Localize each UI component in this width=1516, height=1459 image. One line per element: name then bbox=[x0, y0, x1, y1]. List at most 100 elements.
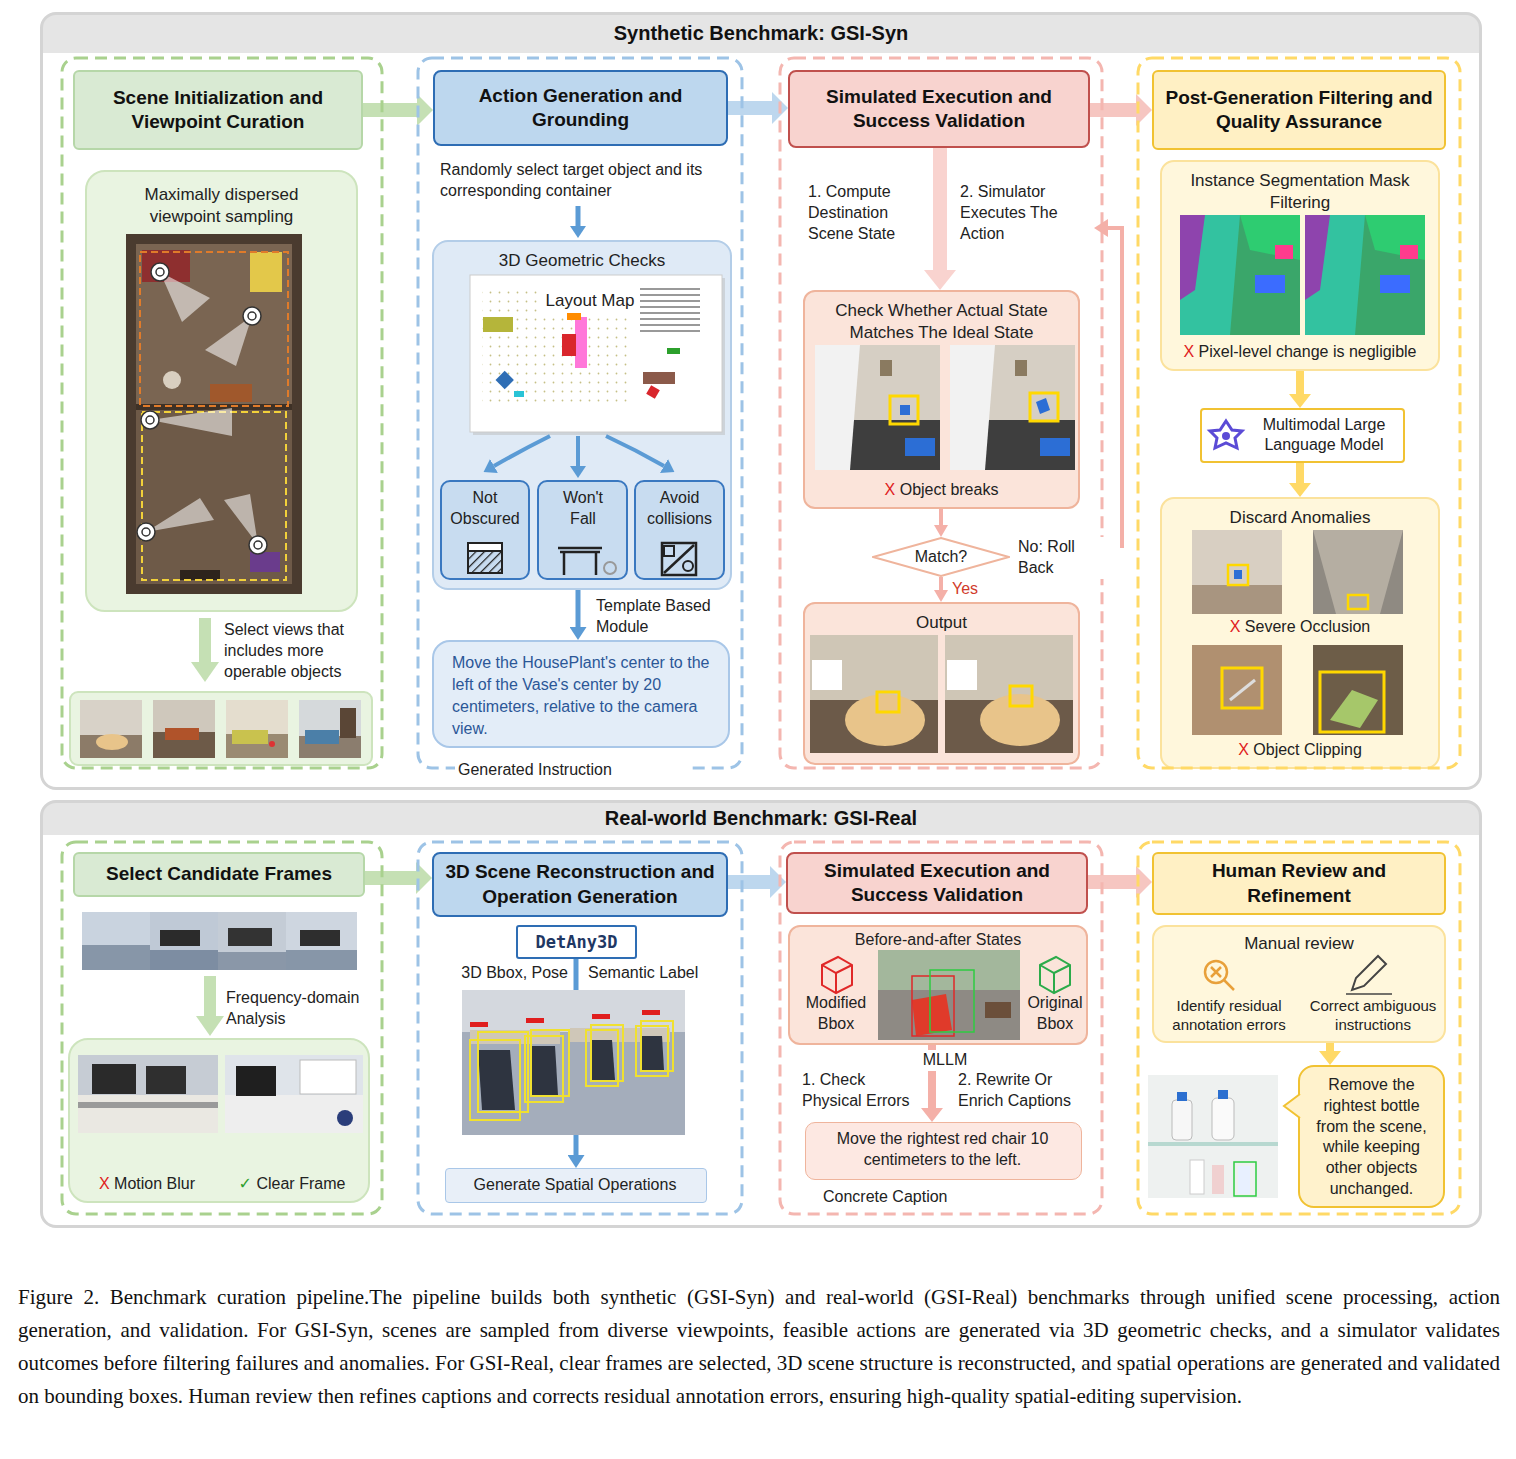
floor-plan-part bbox=[151, 263, 169, 281]
layout-map-part bbox=[640, 288, 700, 290]
segmentation-mask-part bbox=[1380, 275, 1410, 293]
review-icon bbox=[1205, 956, 1392, 994]
annotation-label: 1. Compute Destination Scene State bbox=[808, 182, 932, 244]
check-icons-part bbox=[683, 561, 693, 571]
detection-photo-part bbox=[525, 1036, 563, 1102]
layout-map-part bbox=[667, 348, 680, 354]
candidate-photo-part bbox=[337, 1110, 353, 1126]
segmentation-mask bbox=[1180, 215, 1425, 335]
edit-photo bbox=[878, 950, 1020, 1040]
segmentation-mask-part bbox=[1365, 215, 1425, 260]
figure-caption: Figure 2. Benchmark curation pipeline.Th… bbox=[18, 1281, 1500, 1413]
floor-plan-part bbox=[141, 411, 159, 429]
frame-strip-part bbox=[160, 930, 200, 946]
node-text: Won't Fall bbox=[553, 488, 613, 530]
flow-arrow bbox=[939, 577, 943, 590]
detection-photo-part bbox=[636, 1026, 668, 1076]
filter-box: Instance Segmentation Mask FilteringX Pi… bbox=[1160, 160, 1440, 371]
dashed-column-part bbox=[418, 842, 742, 1214]
node-text: Instance Segmentation Mask Filtering bbox=[1170, 170, 1430, 214]
scene-photo-part bbox=[880, 360, 892, 376]
candidate-photo bbox=[78, 1055, 363, 1133]
detection-photo-part bbox=[592, 1014, 610, 1019]
view-thumbnails-part bbox=[70, 692, 372, 765]
layout-map-part bbox=[496, 371, 514, 389]
candidate-photo-part bbox=[78, 1055, 218, 1133]
node-subtext: ✓ Clear Frame bbox=[222, 1174, 362, 1195]
scene-photo-part bbox=[845, 694, 925, 746]
node-text: Simulated Execution and Success Validati… bbox=[793, 859, 1081, 908]
dashed-column-part bbox=[62, 58, 382, 768]
annotation-label: 3D Bbox, Pose bbox=[440, 963, 568, 984]
flow-arrow bbox=[1088, 875, 1136, 889]
annotation-label: 2. Simulator Executes The Action bbox=[960, 182, 1080, 244]
anomaly-photo-part bbox=[1228, 565, 1248, 585]
bbox-icon-part bbox=[1040, 965, 1070, 993]
view-thumbnails-part bbox=[305, 730, 339, 744]
floor-plan-part bbox=[254, 541, 262, 549]
floor-plan-part bbox=[137, 263, 267, 554]
anomaly-box: Discard AnomaliesX Severe OcclusionX Obj… bbox=[1160, 497, 1440, 769]
frame-strip-part bbox=[300, 930, 340, 946]
flow-arrow bbox=[1326, 1043, 1334, 1051]
segmentation-mask-part bbox=[1180, 215, 1240, 335]
layout-map-part bbox=[470, 275, 722, 432]
check-icons-part bbox=[558, 548, 602, 575]
floor-plan-part bbox=[243, 307, 261, 325]
review-icon-part bbox=[1346, 993, 1392, 995]
floor-plan-part bbox=[249, 536, 267, 554]
state-check-box: Before-and-after StatesModified BboxOrig… bbox=[788, 925, 1088, 1045]
node-text: Human Review and Refinement bbox=[1159, 859, 1439, 908]
layout-map-part bbox=[483, 317, 513, 332]
floor-plan-part bbox=[160, 272, 210, 322]
dashed-column-part bbox=[418, 58, 742, 768]
view-thumbnails-part bbox=[232, 730, 268, 744]
anomaly-photo-part bbox=[1234, 570, 1242, 579]
view-thumbnails-part bbox=[165, 728, 199, 740]
candidate-photo-part bbox=[92, 1064, 136, 1094]
detection-photo-part bbox=[641, 1021, 673, 1071]
anomaly-photo-part bbox=[1313, 530, 1403, 614]
edit-photo-part bbox=[912, 994, 952, 1036]
layout-map-part bbox=[643, 372, 675, 384]
flow-arrow-part bbox=[606, 436, 664, 466]
layout-map-part bbox=[640, 318, 700, 320]
floor-plan-part bbox=[250, 252, 282, 292]
segmentation-mask-part bbox=[1305, 215, 1425, 335]
check-box: Not Obscured bbox=[440, 480, 530, 580]
scene-photo-part bbox=[812, 660, 842, 690]
layout-map-part bbox=[640, 306, 700, 308]
detection-photo-part bbox=[586, 1030, 618, 1086]
node-text: Scene Initialization and Viewpoint Curat… bbox=[80, 86, 356, 135]
layout-map-part bbox=[473, 278, 725, 435]
mllm-icon-part bbox=[1210, 421, 1242, 448]
review-icon-part bbox=[1211, 967, 1234, 990]
model-box: Multimodal Large Language Model bbox=[1200, 408, 1405, 463]
edit-photo-part bbox=[985, 1002, 1011, 1018]
node-text: Generate Spatial Operations bbox=[446, 1175, 704, 1196]
detection-photo-part bbox=[570, 1028, 670, 1042]
node-text: Post-Generation Filtering and Quality As… bbox=[1159, 86, 1439, 135]
node-text: Multimodal Large Language Model bbox=[1248, 415, 1400, 457]
scene-photo-part bbox=[890, 396, 918, 424]
flow-arrow bbox=[933, 148, 947, 270]
flow-arrow-part bbox=[199, 618, 211, 662]
candidate-photo-part bbox=[225, 1055, 363, 1133]
node-subtext: X Severe Occlusion bbox=[1162, 617, 1438, 638]
output-box: Output bbox=[803, 602, 1080, 765]
caption-box: Move the rightest red chair 10 centimete… bbox=[805, 1122, 1082, 1180]
frame-strip bbox=[82, 912, 357, 970]
stage-header: Post-Generation Filtering and Quality As… bbox=[1152, 70, 1446, 150]
frame-strip-part bbox=[228, 928, 272, 946]
scene-photo-part bbox=[945, 635, 1073, 753]
review-icon-part bbox=[1205, 961, 1227, 983]
flow-arrow bbox=[939, 509, 943, 525]
layout-map-part bbox=[646, 385, 660, 399]
segmentation-mask-part bbox=[1180, 215, 1300, 335]
layout-map-part bbox=[640, 324, 700, 326]
view-thumbnails-part bbox=[299, 736, 361, 758]
annotation-label: Layout Map bbox=[540, 290, 640, 312]
bbox-icon bbox=[822, 957, 1070, 993]
scene-photo-part bbox=[815, 345, 940, 470]
